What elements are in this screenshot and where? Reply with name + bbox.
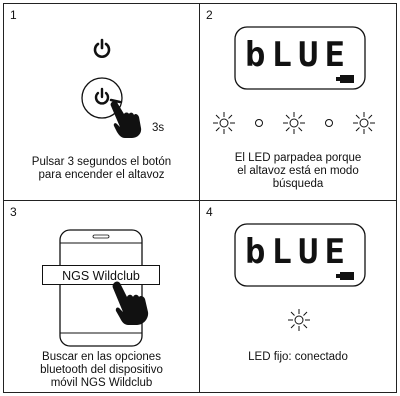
step-3-caption: Buscar en las opciones bluetooth del dis… xyxy=(40,351,163,389)
battery-icon xyxy=(336,272,354,280)
display-text: bLUE xyxy=(245,232,351,272)
step-number: 2 xyxy=(206,8,213,22)
led-blink-icon xyxy=(213,112,375,134)
lcd-display-icon: bLUE xyxy=(234,223,366,287)
timer-label: 3s xyxy=(152,122,165,134)
step-4-caption: LED fijo: conectado xyxy=(248,351,348,363)
step-2-panel: 2 bLUE xyxy=(199,3,397,201)
step-3-panel: 3 NGS Wildclub Buscar en las opciones bl… xyxy=(3,200,200,393)
step-1-panel: 1 3s Pulsar 3 segundos el botón para enc… xyxy=(3,3,200,201)
hand-pointer-icon xyxy=(109,98,142,138)
step-number: 4 xyxy=(206,205,213,219)
lcd-display-icon: bLUE xyxy=(234,26,366,90)
led-solid-icon xyxy=(288,309,310,331)
step-4-panel: 4 bLUE LED fijo: conectado xyxy=(199,200,397,393)
battery-icon xyxy=(336,75,354,83)
step-1-caption: Pulsar 3 segundos el botón para encender… xyxy=(31,156,172,181)
step-2-caption: El LED parpadea porque el altavoz está e… xyxy=(234,152,362,190)
power-icon xyxy=(93,38,111,58)
display-text: bLUE xyxy=(245,35,351,75)
device-name-item[interactable]: NGS Wildclub xyxy=(42,265,160,285)
hand-pointer-icon xyxy=(112,281,149,325)
step-number: 1 xyxy=(10,8,17,22)
step-number: 3 xyxy=(10,205,17,219)
instruction-grid: 1 3s Pulsar 3 segundos el botón para enc… xyxy=(3,3,397,393)
